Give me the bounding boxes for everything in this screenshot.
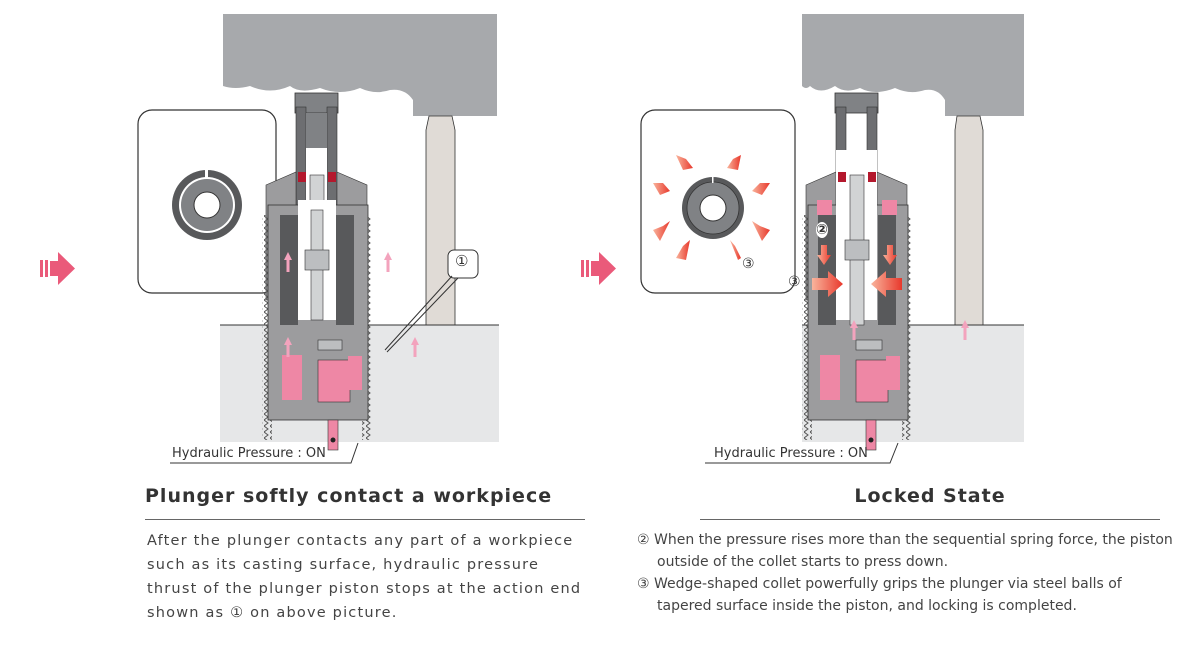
right-title-rule bbox=[700, 519, 1160, 520]
callout-3-body: ③ bbox=[788, 274, 801, 290]
left-description: After the plunger contacts any part of a… bbox=[147, 533, 582, 621]
right-title: Locked State bbox=[854, 485, 1006, 507]
callout-1: ① bbox=[455, 252, 469, 270]
support-body-left bbox=[262, 92, 372, 451]
collet-inset-open bbox=[137, 109, 277, 294]
press-down-arrows bbox=[817, 245, 897, 265]
step-text: When the pressure rises more than the se… bbox=[654, 532, 1173, 570]
left-title-rule bbox=[145, 519, 585, 520]
collet-inset-closed bbox=[640, 109, 796, 294]
workpiece-right bbox=[802, 14, 1024, 326]
step-marker: ③ bbox=[637, 576, 650, 592]
support-body-right bbox=[802, 92, 912, 451]
left-title: Plunger softly contact a workpiece bbox=[145, 485, 553, 507]
step-item: ③ Wedge-shaped collet powerfully grips t… bbox=[637, 573, 1177, 617]
callout-3-inset: ③ bbox=[742, 256, 755, 272]
grip-arrows bbox=[812, 271, 902, 297]
step-item: ② When the pressure rises more than the … bbox=[637, 529, 1177, 573]
callout-1-leader bbox=[384, 249, 479, 353]
pressure-leader-left bbox=[170, 442, 359, 464]
flow-arrows-left bbox=[284, 252, 419, 357]
step-text: Wedge-shaped collet powerfully grips the… bbox=[654, 576, 1122, 614]
transition-arrow-icon bbox=[581, 252, 616, 285]
flow-arrows-right bbox=[850, 320, 969, 340]
pressure-label-left: Hydraulic Pressure : ON bbox=[172, 446, 326, 461]
pressure-leader-right bbox=[705, 442, 899, 464]
locked-steps-list: ② When the pressure rises more than the … bbox=[637, 529, 1177, 617]
step-marker: ② bbox=[637, 532, 650, 548]
pressure-label-right: Hydraulic Pressure : ON bbox=[714, 446, 868, 461]
transition-arrow-icon bbox=[40, 252, 75, 285]
callout-2: ② bbox=[816, 222, 828, 238]
compression-arrows bbox=[653, 155, 770, 260]
